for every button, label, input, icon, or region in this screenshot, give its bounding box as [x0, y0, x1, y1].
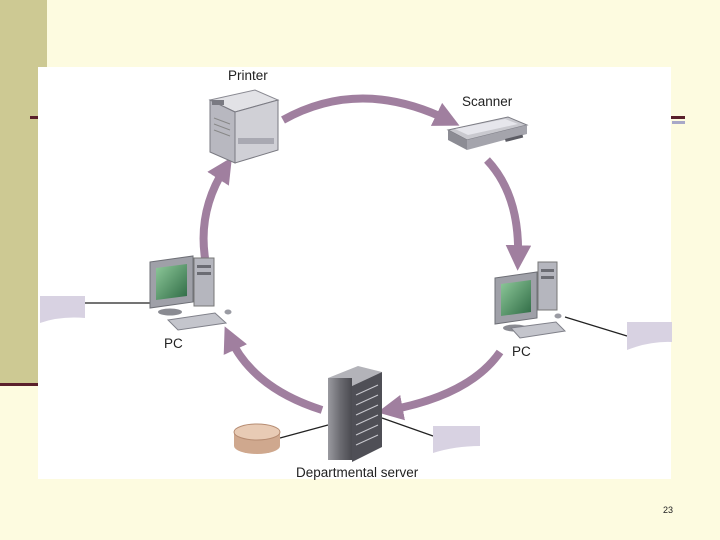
storage-disk-icon — [233, 423, 281, 454]
flow-arrows — [199, 94, 532, 421]
pc-left-icon — [149, 255, 232, 331]
page-number: 23 — [663, 505, 674, 515]
arrow-scanner-to-pc-right — [484, 157, 532, 271]
scanner-label: Scanner — [462, 94, 513, 109]
printer-icon — [208, 89, 280, 164]
callout-line-right — [564, 316, 628, 337]
title-rule-right — [665, 116, 685, 119]
callout-tag-left — [40, 296, 85, 323]
callout-line-server — [381, 417, 434, 437]
callout-tag-server — [433, 426, 480, 453]
server-label: Departmental server — [296, 465, 419, 480]
callouts — [40, 296, 672, 453]
storage-link-line — [279, 424, 329, 439]
server-icon — [328, 366, 382, 462]
callout-tag-right — [627, 322, 672, 350]
arrow-pc-right-to-server — [377, 349, 504, 421]
arrow-pc-left-to-printer — [199, 157, 232, 259]
arrow-server-to-pc-left — [223, 326, 324, 414]
left-accent-rule — [0, 383, 47, 386]
arrow-printer-to-scanner — [281, 94, 460, 126]
pc-right-icon — [494, 261, 567, 339]
title-rule-right-accent — [672, 121, 685, 124]
printer-label: Printer — [228, 68, 268, 83]
scanner-icon — [446, 116, 529, 150]
pc-left-label: PC — [164, 336, 183, 351]
pc-right-label: PC — [512, 344, 531, 359]
